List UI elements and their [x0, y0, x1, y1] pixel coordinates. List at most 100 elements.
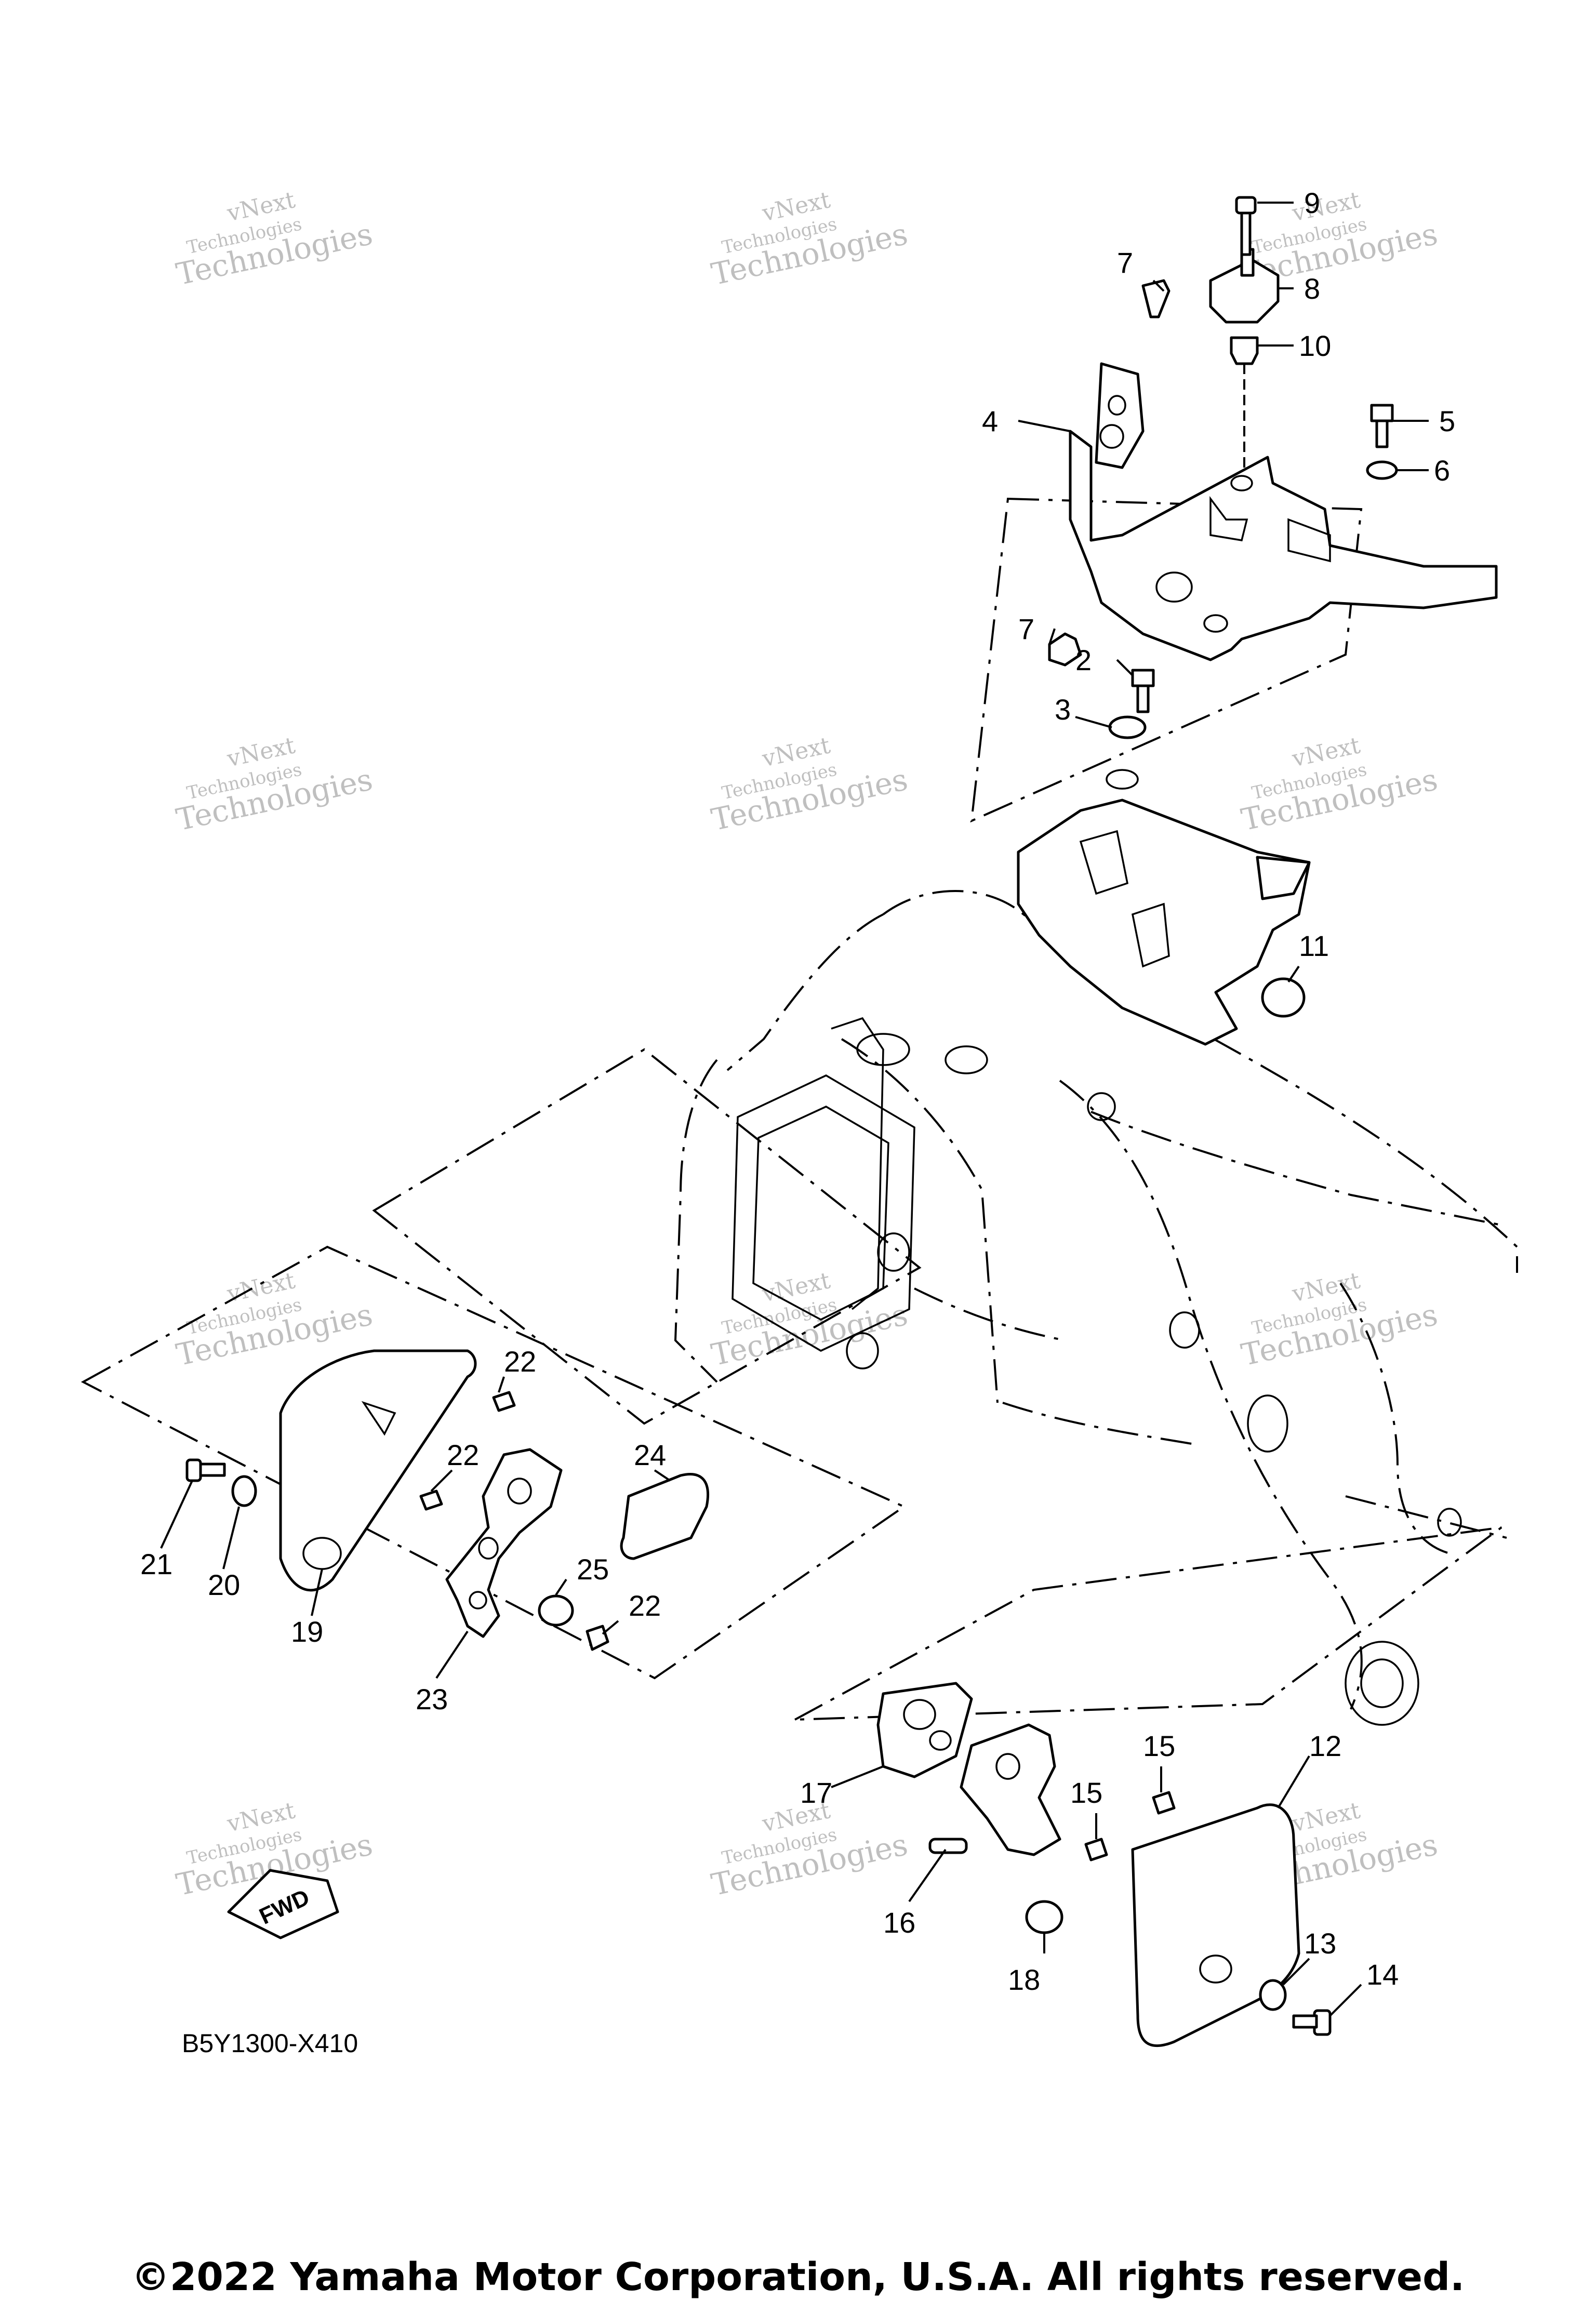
fwd-arrow: FWD: [227, 1869, 339, 1939]
part-19-side-cover: [279, 1349, 477, 1592]
part-3-washer-icon: [1108, 715, 1147, 739]
diagram-code: B5Y1300-X410: [182, 2029, 358, 2058]
watermark: vNext Technologies Technologies: [173, 1267, 376, 1373]
bolt-shank: [1136, 684, 1150, 713]
frame-boss: [1247, 1394, 1288, 1453]
frame-head-rail: [726, 913, 884, 1071]
callout-7: 7: [1117, 246, 1133, 279]
callout-22: 22: [447, 1439, 479, 1471]
gasket-hole: [903, 1699, 936, 1730]
callout-8: 8: [1304, 272, 1320, 305]
part-17-gasket: [876, 1682, 973, 1778]
part-9-bolt: [1235, 196, 1257, 256]
callout-2: 2: [1075, 644, 1092, 676]
stay-slot: [1131, 902, 1170, 968]
stay-hole: [1106, 769, 1139, 790]
stay-body: [1017, 799, 1311, 1046]
swingarm-pivot: [1345, 1641, 1419, 1726]
bracket-hole: [1108, 395, 1126, 416]
callout-3: 3: [1055, 693, 1071, 726]
part-10-collar: [1230, 336, 1259, 468]
callout-4: 4: [982, 405, 998, 437]
callout-13: 13: [1304, 1927, 1336, 1960]
callout-21: 21: [140, 1548, 172, 1580]
part-6-washer-icon: [1366, 460, 1398, 480]
part-24-filter-icon: [620, 1473, 710, 1560]
part-25-collar-icon: [538, 1594, 574, 1627]
callout-17: 17: [800, 1776, 832, 1809]
callout-15: 15: [1070, 1776, 1102, 1809]
part-12-side-cover: [1131, 1803, 1300, 2047]
frame-boss: [1169, 1311, 1200, 1349]
part-7-rivet-icon: [1141, 279, 1171, 318]
bolt-head: [1131, 669, 1155, 687]
part-15-grommet-icon: [1084, 1838, 1108, 1861]
plate-hole: [478, 1537, 499, 1560]
cover-mount-hole: [1199, 1954, 1232, 1984]
callout-15: 15: [1143, 1730, 1175, 1762]
plate-body: [445, 1448, 563, 1638]
bolt-shank: [1292, 2014, 1318, 2029]
callout-6: 6: [1434, 454, 1450, 487]
bracket-body: [1069, 430, 1498, 661]
plate-hole: [469, 1591, 487, 1610]
bracket-tab: [1095, 362, 1145, 469]
callout-24: 24: [634, 1439, 666, 1471]
watermark: vNext Technologies Technologies: [173, 732, 376, 837]
bolt-head: [1235, 196, 1257, 215]
frame-boss: [846, 1332, 879, 1369]
callout-16: 16: [883, 1906, 915, 1939]
callout-9: 9: [1304, 187, 1320, 219]
bracket-hole: [1230, 475, 1253, 491]
stay-slot: [1079, 830, 1129, 895]
part-22-grommet-icon: [586, 1625, 609, 1651]
gasket-body: [876, 1682, 973, 1778]
collar-body: [1230, 336, 1259, 365]
callout-22: 22: [629, 1589, 661, 1622]
plate-pin: [928, 1838, 968, 1854]
bolt-head: [185, 1458, 202, 1482]
watermark: vNext Technologies Technologies: [1238, 1267, 1441, 1373]
part-23-plate: [445, 1448, 563, 1638]
bolt-head: [1370, 404, 1394, 422]
bolt-shank: [1375, 419, 1389, 448]
part-4-bracket: [1069, 362, 1498, 661]
bracket-clip: [1209, 496, 1248, 541]
part-20-washer-icon: [231, 1475, 257, 1507]
headstock-inner: [752, 1106, 889, 1321]
callout-25: 25: [577, 1553, 609, 1586]
headstock-box: [732, 1074, 915, 1352]
frame-main-spar: [1059, 1080, 1363, 1710]
main-frame-outline: [674, 890, 1518, 1710]
side-cover-body: [1131, 1803, 1300, 2047]
fwd-arrow-icon: [227, 1869, 339, 1939]
bracket-hole: [1099, 424, 1124, 449]
frame-crossmember: [1002, 1402, 1195, 1445]
callout-5: 5: [1439, 405, 1455, 437]
right-cover-plane: [794, 1526, 1502, 1721]
callout-7-lower: 7: [1018, 613, 1034, 645]
frame-boss: [877, 1232, 910, 1272]
callout-19: 19: [291, 1615, 323, 1648]
part-18-collar-icon: [1025, 1900, 1063, 1934]
callout-leaders: [160, 202, 1429, 2017]
bolt-shank: [1240, 211, 1252, 256]
part-15-grommet-icon: [1152, 1791, 1176, 1815]
callout-11: 11: [1299, 929, 1329, 962]
callout-labels: 9 7 8 10 4 5 6 7 2 3 11 22 22 24 21 20 1…: [140, 187, 1455, 1996]
watermark-group: vNext Technologies Technologies vNext Te…: [173, 187, 1441, 1903]
frame-rear-spar: [1339, 1282, 1450, 1554]
part-14-bolt: [1292, 2009, 1332, 2036]
part-22-grommet-icon: [419, 1490, 443, 1511]
frame-boss: [1087, 1092, 1116, 1121]
callout-10: 10: [1299, 329, 1331, 362]
frame-boss: [945, 1045, 988, 1074]
side-cover-body: [279, 1349, 477, 1592]
part-2-bolt: [1131, 669, 1155, 713]
frame-boss: [1437, 1508, 1462, 1537]
sensor-body: [1209, 258, 1280, 324]
part-5-bolt: [1370, 404, 1394, 448]
callout-20: 20: [208, 1568, 240, 1601]
